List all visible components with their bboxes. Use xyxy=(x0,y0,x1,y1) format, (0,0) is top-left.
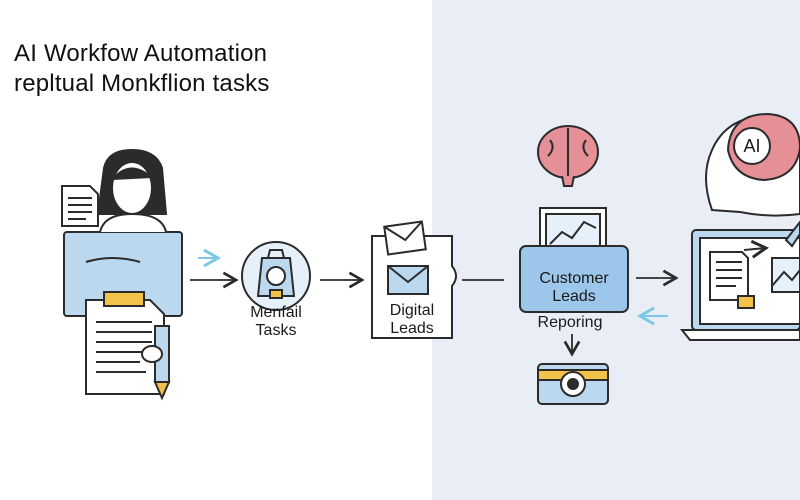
ai-badge-label: AI xyxy=(743,136,761,156)
laptop-icon xyxy=(679,220,800,341)
brain-icon xyxy=(537,125,599,187)
customer-leads-box xyxy=(519,245,629,313)
document-icon xyxy=(61,185,99,227)
woman-figure-icon xyxy=(63,148,183,317)
digital-leads-label: Digital Leads xyxy=(372,302,452,338)
clipboard-icon xyxy=(85,291,165,395)
manual-tasks-line-1: Menfail xyxy=(250,304,302,321)
ai-head-icon xyxy=(705,112,800,217)
laptop-screen-arrow xyxy=(743,239,770,259)
customer-leads-line-1: Customer xyxy=(539,270,609,287)
digital-leads-line-1: Digital xyxy=(389,302,435,319)
page-title-line-1: AI Workfow Automation xyxy=(14,40,268,67)
reporting-label: Reporing xyxy=(537,314,603,331)
manual-tasks-line-2: Tasks xyxy=(255,322,297,339)
manual-tasks-label: Menfail Tasks xyxy=(236,304,316,340)
bag-icon xyxy=(241,241,311,311)
camera-icon xyxy=(537,363,609,405)
digital-leads-line-2: Leads xyxy=(390,320,434,337)
pencil-icon xyxy=(141,325,171,401)
customer-leads-line-2: Leads xyxy=(552,288,596,305)
envelope-icon xyxy=(371,220,457,339)
customer-leads-label: Customer Leads xyxy=(520,270,628,306)
page-title-line-2: repltual Monkflion tasks xyxy=(14,70,270,97)
